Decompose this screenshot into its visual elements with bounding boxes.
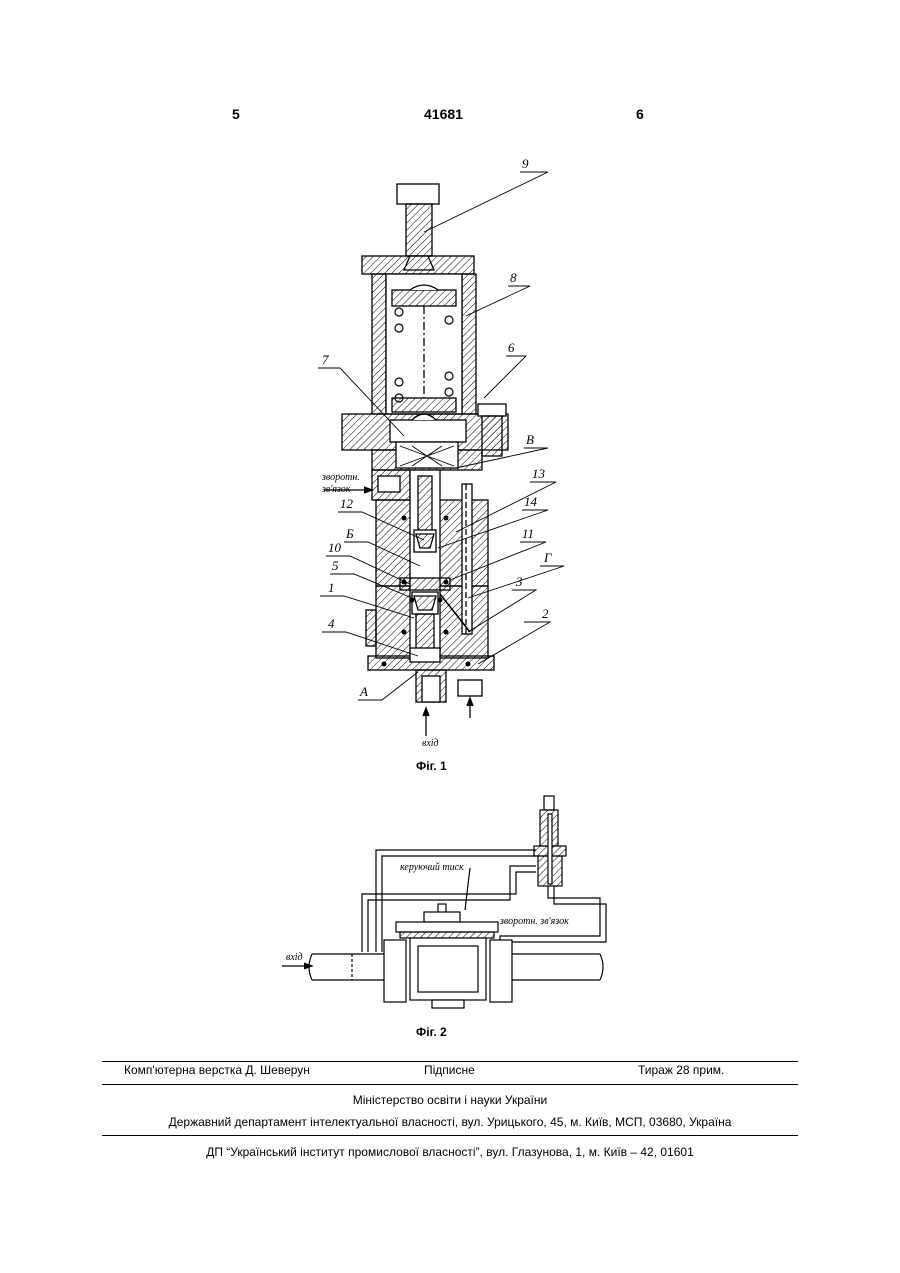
fig2-inlet-label: вхід: [286, 952, 303, 963]
label-g: Г: [543, 550, 552, 565]
figure-2-drawing: [282, 796, 606, 1008]
fig2-feedback-label: зворотн. зв'язок: [499, 916, 569, 927]
footer-circulation: Тираж 28 прим.: [638, 1063, 724, 1077]
label-6: 6: [508, 340, 515, 355]
footer-layout: Комп'ютерна верстка Д. Шеверун: [124, 1063, 310, 1077]
feedback-label-line1: зворотн.: [321, 472, 360, 483]
label-5: 5: [332, 558, 339, 573]
figure-2-caption: Фіг. 2: [416, 1025, 447, 1039]
label-9: 9: [522, 156, 529, 171]
inlet-label: вхід: [422, 738, 439, 749]
label-3: 3: [515, 574, 523, 589]
label-a: А: [359, 684, 368, 699]
label-13: 13: [532, 466, 546, 481]
figure-1-caption: Фіг. 1: [416, 759, 447, 773]
feedback-label-line2: зв'язок: [321, 484, 351, 495]
label-8: 8: [510, 270, 517, 285]
footer-department: Державний департамент інтелектуальної вл…: [102, 1115, 798, 1129]
footer-signed: Підписне: [424, 1063, 475, 1077]
label-10: 10: [328, 540, 342, 555]
label-b: Б: [345, 526, 354, 541]
label-14: 14: [524, 494, 538, 509]
label-4: 4: [328, 616, 335, 631]
label-2: 2: [542, 606, 549, 621]
footer-ministry: Міністерство освіти і науки України: [102, 1093, 798, 1107]
label-v: В: [526, 432, 534, 447]
control-pressure-label: керуючий тиск: [400, 862, 464, 873]
footer-rule-2: [102, 1084, 798, 1085]
footer-rule-3: [102, 1135, 798, 1136]
label-11: 11: [522, 526, 534, 541]
footer-rule-1: [102, 1061, 798, 1062]
figure-1-drawing: [318, 172, 564, 736]
footer-institute: ДП “Український інститут промислової вла…: [102, 1145, 798, 1159]
label-12: 12: [340, 496, 354, 511]
label-1: 1: [328, 580, 335, 595]
label-7: 7: [322, 352, 329, 367]
